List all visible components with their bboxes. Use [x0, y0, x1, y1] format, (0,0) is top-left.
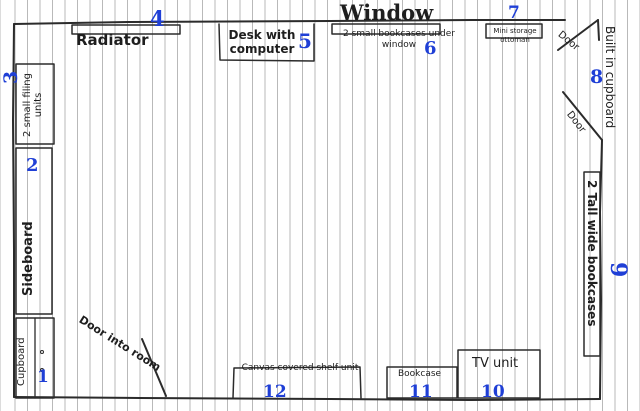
bookcase-number: 11	[409, 382, 433, 402]
sideboard-shape	[15, 147, 53, 315]
small-bookcases-label: 2 small bookcases under window	[343, 29, 455, 50]
door-right-line	[562, 91, 603, 141]
radiator-number: 4	[150, 6, 165, 31]
wall-bottom	[13, 396, 601, 401]
desk-shape	[218, 23, 315, 62]
cupboard-knob	[40, 368, 44, 372]
filing-shape	[15, 63, 55, 145]
tall-bookcases-label: 2 Tall wide bookcases	[585, 180, 599, 327]
desk-number: 5	[298, 29, 312, 53]
ottoman-number: 7	[508, 3, 520, 23]
sideboard-label: Sideboard	[21, 221, 36, 296]
tall-bookcases-shape	[583, 171, 601, 357]
wall-top	[13, 19, 566, 25]
cupboard-number: 1	[37, 367, 49, 387]
ottoman-shape	[485, 23, 543, 39]
tv-unit-label: TV unit	[472, 356, 519, 371]
radiator-label: Radiator	[76, 31, 149, 49]
wall-right-upper	[597, 19, 600, 41]
bookcase-label: Bookcase	[398, 369, 442, 379]
cupboard-label: Cupboard	[16, 337, 27, 386]
window-title: Window	[340, 0, 434, 25]
door-top-line	[557, 19, 599, 51]
built-in-cupboard-label: Built in cupboard	[603, 26, 617, 129]
ottoman-label: Mini storage ottoman	[493, 27, 537, 44]
filing-number: 3	[0, 70, 22, 84]
small-bookcases-shape	[331, 23, 441, 35]
built-in-cupboard-number: 8	[590, 66, 604, 88]
wall-left	[12, 23, 15, 398]
radiator-shape	[71, 24, 181, 35]
tv-unit-shape	[457, 349, 541, 399]
shelf-unit-shape	[232, 366, 362, 399]
desk-label: Desk with computer	[228, 28, 296, 56]
bookcase-shape	[386, 366, 458, 399]
filing-label: 2 small filing units	[22, 73, 44, 137]
door-room-line	[141, 338, 167, 397]
shelf-unit-number: 12	[263, 382, 287, 402]
tv-unit-number: 10	[481, 382, 505, 402]
cupboard-knob	[40, 350, 44, 354]
shelf-unit-label: Canvas covered shelf unit	[241, 363, 359, 373]
tall-bookcases-number: 9	[605, 262, 631, 278]
small-bookcases-number: 6	[424, 38, 437, 59]
sideboard-number: 2	[26, 155, 39, 176]
